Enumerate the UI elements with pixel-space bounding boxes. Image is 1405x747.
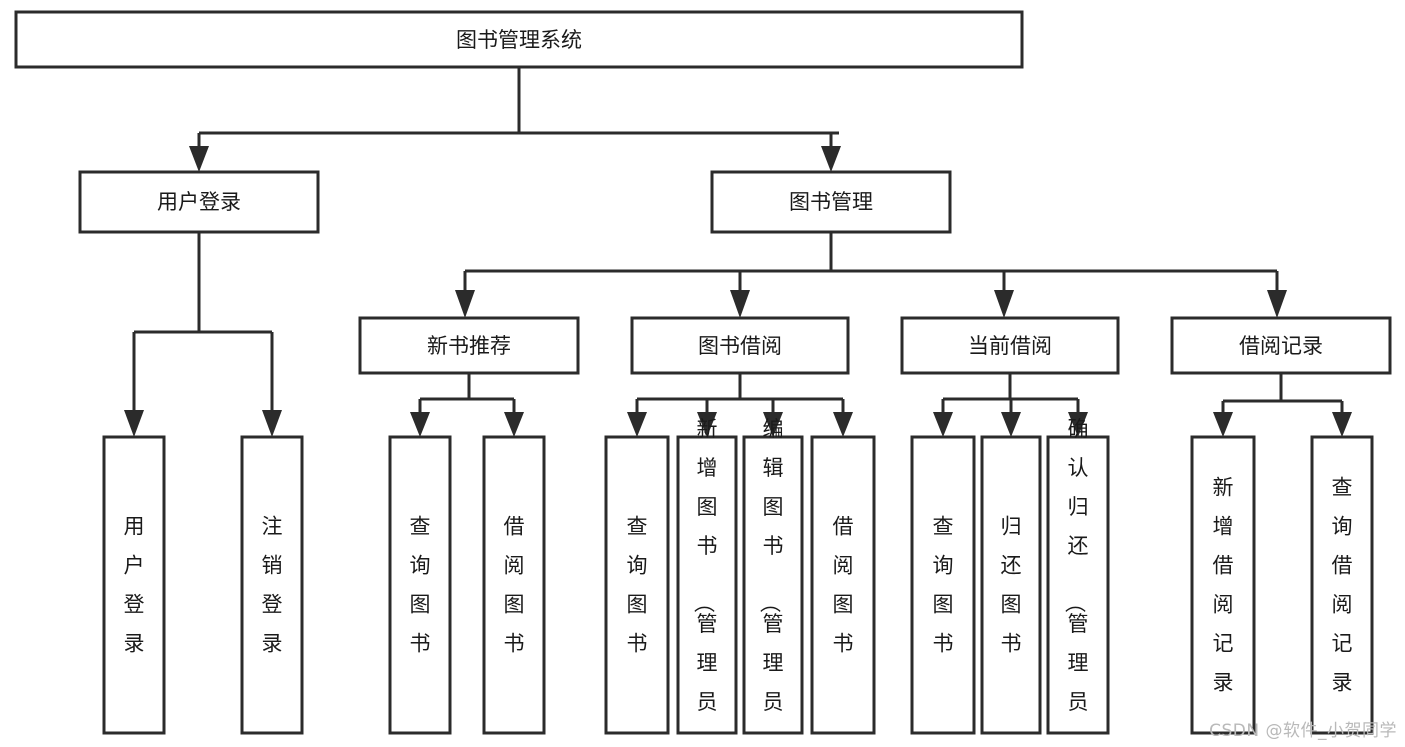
arrow-head-leaf-query-record [1332, 412, 1352, 437]
node-leaf-borrow-book-2[interactable] [810, 435, 876, 735]
node-borrow-record-label: 借阅记录 [1239, 334, 1323, 358]
node-book-borrow-label: 图书借阅 [698, 334, 782, 358]
arrow-head-leaf-borrow-book-1 [504, 412, 524, 437]
node-user-login-label: 用户登录 [157, 190, 241, 214]
node-leaf-add-record-label: 新增借阅记录 [1213, 476, 1234, 695]
node-leaf-confirm-return-label: 确认归还（管理员） [1063, 417, 1089, 747]
node-leaf-borrow-book-2-label: 借阅图书 [833, 515, 854, 656]
arrow-head-borrow-record [1267, 290, 1287, 318]
arrow-head-new-book-rec [455, 290, 475, 318]
node-user-login-box[interactable] [78, 170, 320, 234]
node-leaf-add-book-label: 新增图书（管理员） [692, 417, 718, 747]
node-new-book-rec-box[interactable] [358, 316, 580, 375]
arrow-head-leaf-return-book [1001, 412, 1021, 437]
node-leaf-user-login-box[interactable] [102, 435, 166, 735]
arrow-head-leaf-borrow-book-2 [833, 412, 853, 437]
node-leaf-query-record[interactable] [1310, 435, 1374, 735]
node-leaf-return-book[interactable] [980, 435, 1042, 735]
node-leaf-confirm-return-box[interactable] [1046, 435, 1110, 735]
node-current-borrow-label: 当前借阅 [968, 334, 1052, 358]
node-borrow-record-box[interactable] [1170, 316, 1392, 375]
node-leaf-add-record[interactable] [1190, 435, 1256, 735]
node-current-borrow[interactable]: 当前借阅 [900, 316, 1120, 375]
arrow-head-leaf-query-book-2 [627, 412, 647, 437]
node-leaf-edit-book[interactable] [742, 435, 804, 735]
node-leaf-logout-label: 注销登录 [262, 515, 283, 656]
connector-layer [124, 67, 1352, 437]
node-leaf-query-record-box[interactable] [1310, 435, 1374, 735]
node-book-borrow-box[interactable] [630, 316, 850, 375]
node-leaf-query-book-3-label: 查询图书 [933, 515, 954, 656]
node-leaf-add-record-box[interactable] [1190, 435, 1256, 735]
leaf-node-layer: 用户登录 注销登录 查询图书 借阅图书 查询图书 新增图书（管理员） 编辑图书（管理员） 借阅… [102, 417, 1374, 747]
node-leaf-user-login[interactable] [102, 435, 166, 735]
node-leaf-query-book-1-box[interactable] [388, 435, 452, 735]
node-borrow-record[interactable]: 借阅记录 [1170, 316, 1392, 375]
node-leaf-add-book[interactable] [676, 435, 738, 735]
arrow-head-user-login [189, 146, 209, 172]
node-book-manage-box[interactable] [710, 170, 952, 234]
node-user-login[interactable]: 用户登录 [78, 170, 320, 234]
arrow-head-leaf-logout [262, 410, 282, 437]
node-leaf-query-book-3-box[interactable] [910, 435, 976, 735]
node-leaf-query-book-2[interactable] [604, 435, 670, 735]
node-book-manage[interactable]: 图书管理 [710, 170, 952, 234]
node-new-book-rec[interactable]: 新书推荐 [358, 316, 580, 375]
node-leaf-user-login-label: 用户登录 [124, 515, 145, 656]
node-leaf-confirm-return[interactable] [1046, 435, 1110, 735]
node-book-manage-label: 图书管理 [789, 190, 873, 214]
node-leaf-logout-box[interactable] [240, 435, 304, 735]
node-leaf-borrow-book-1-label: 借阅图书 [504, 515, 525, 656]
node-leaf-edit-book-box[interactable] [742, 435, 804, 735]
node-root[interactable]: 图书管理系统 [14, 10, 1024, 69]
node-leaf-query-book-2-label: 查询图书 [627, 515, 648, 656]
arrow-head-current-borrow [994, 290, 1014, 318]
node-leaf-edit-book-label: 编辑图书（管理员） [758, 417, 784, 747]
node-leaf-logout[interactable] [240, 435, 304, 735]
arrow-head-leaf-confirm-return [1068, 412, 1088, 437]
arrow-head-leaf-add-record [1213, 412, 1233, 437]
arrow-head-book-manage [821, 146, 841, 172]
node-new-book-rec-label: 新书推荐 [427, 334, 511, 358]
node-leaf-query-book-3[interactable] [910, 435, 976, 735]
node-root-label: 图书管理系统 [456, 28, 582, 52]
node-leaf-query-book-1-label: 查询图书 [410, 515, 431, 656]
node-leaf-add-book-box[interactable] [676, 435, 738, 735]
arrow-head-leaf-query-book-1 [410, 412, 430, 437]
node-leaf-borrow-book-1-box[interactable] [482, 435, 546, 735]
leaf-label-layer: 用户登录 注销登录 查询图书 借阅图书 查询图书 新增图书（管理员） 编辑图书（管理员） 借阅… [124, 417, 1353, 747]
node-leaf-return-book-label: 归还图书 [1001, 515, 1022, 656]
node-leaf-query-book-1[interactable] [388, 435, 452, 735]
node-root-box[interactable] [14, 10, 1024, 69]
arrow-head-leaf-query-book-3 [933, 412, 953, 437]
node-book-borrow[interactable]: 图书借阅 [630, 316, 850, 375]
node-leaf-borrow-book-2-box[interactable] [810, 435, 876, 735]
node-leaf-return-book-box[interactable] [980, 435, 1042, 735]
arrow-head-leaf-user-login [124, 410, 144, 437]
node-current-borrow-box[interactable] [900, 316, 1120, 375]
arrow-head-leaf-edit-book [763, 412, 783, 437]
node-leaf-query-book-2-box[interactable] [604, 435, 670, 735]
arrow-head-book-borrow [730, 290, 750, 318]
node-leaf-borrow-book-1[interactable] [482, 435, 546, 735]
arrow-head-leaf-add-book [697, 412, 717, 437]
node-leaf-query-record-label: 查询借阅记录 [1332, 476, 1353, 695]
